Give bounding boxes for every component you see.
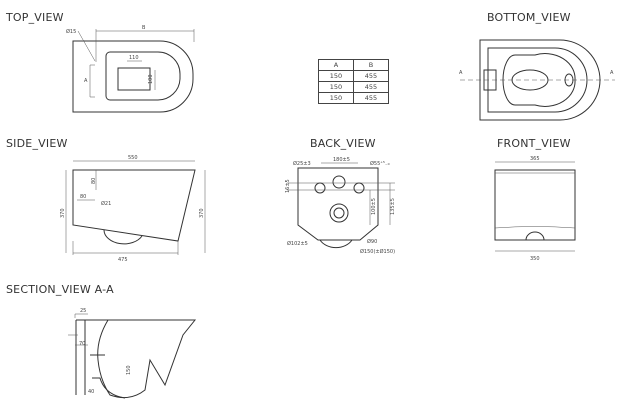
- back-view-drawing: Ø25±3 180±5 Ø55⁺⁵₋₀ 16±5 100±5 135±5 Ø10…: [285, 157, 396, 255]
- table-cell: 455: [353, 92, 389, 104]
- side-height-right-label: 370: [199, 208, 205, 218]
- back-v1-label: 16±5: [285, 179, 291, 193]
- bottom-view-drawing: A A: [459, 39, 615, 121]
- back-flange-d-label: Ø150(±Ø150): [360, 248, 395, 255]
- section-mark-left: A: [459, 70, 463, 76]
- table-header-row: A B: [318, 59, 389, 71]
- front-view-title: FRONT_VIEW: [497, 137, 571, 150]
- back-outlet-d-label: Ø102±5: [287, 240, 308, 247]
- back-view-title: BACK_VIEW: [310, 137, 376, 150]
- back-pipe-d-label: Ø90: [367, 238, 377, 245]
- top-inner-width-label: 110: [129, 55, 139, 61]
- side-length-top-label: 550: [128, 155, 138, 161]
- side-view-title: SIDE_VIEW: [6, 137, 68, 150]
- side-inlet-x-label: 80: [80, 194, 86, 200]
- top-view-drawing: Ø15 B A 110 100: [66, 25, 195, 113]
- section-d4-label: 150: [126, 365, 132, 375]
- side-inlet-h-label: 80: [91, 178, 97, 184]
- back-inlet-d-label: Ø55⁺⁵₋₀: [370, 160, 390, 167]
- table-row: 150 455: [318, 92, 389, 104]
- back-v3-label: 135±5: [390, 198, 396, 215]
- back-v2-label: 100±5: [371, 198, 377, 215]
- table-row: 150 455: [318, 81, 389, 93]
- back-bolt-spacing-label: 180±5: [333, 157, 350, 163]
- section-view-drawing: 25 70 40 150: [68, 308, 197, 399]
- section-d1-label: 25: [80, 308, 86, 314]
- bottom-view-title: BOTTOM_VIEW: [487, 11, 571, 24]
- side-length-bottom-label: 475: [118, 257, 128, 263]
- top-hole-label: Ø15: [66, 28, 76, 35]
- side-inlet-d-label: Ø21: [101, 200, 111, 207]
- side-height-left-label: 370: [60, 208, 66, 218]
- front-width-bottom-label: 350: [530, 256, 540, 262]
- side-view-drawing: 550 475 370 370 80 80 Ø21: [60, 155, 206, 263]
- top-length-label: B: [142, 25, 146, 31]
- top-view-title: TOP_VIEW: [6, 11, 64, 24]
- section-view-title: SECTION_VIEW A-A: [6, 283, 114, 296]
- top-offset-label: A: [84, 78, 88, 84]
- top-inner-height-label: 100: [148, 74, 154, 84]
- section-mark-right: A: [610, 70, 614, 76]
- section-d2-label: 70: [79, 341, 85, 347]
- front-width-top-label: 365: [530, 156, 540, 162]
- back-bolt-d-label: Ø25±3: [293, 160, 311, 167]
- section-d3-label: 40: [88, 389, 94, 395]
- front-view-drawing: 365 350: [494, 156, 576, 262]
- dimension-table: A B 150 455 150 455 150 455: [318, 59, 389, 104]
